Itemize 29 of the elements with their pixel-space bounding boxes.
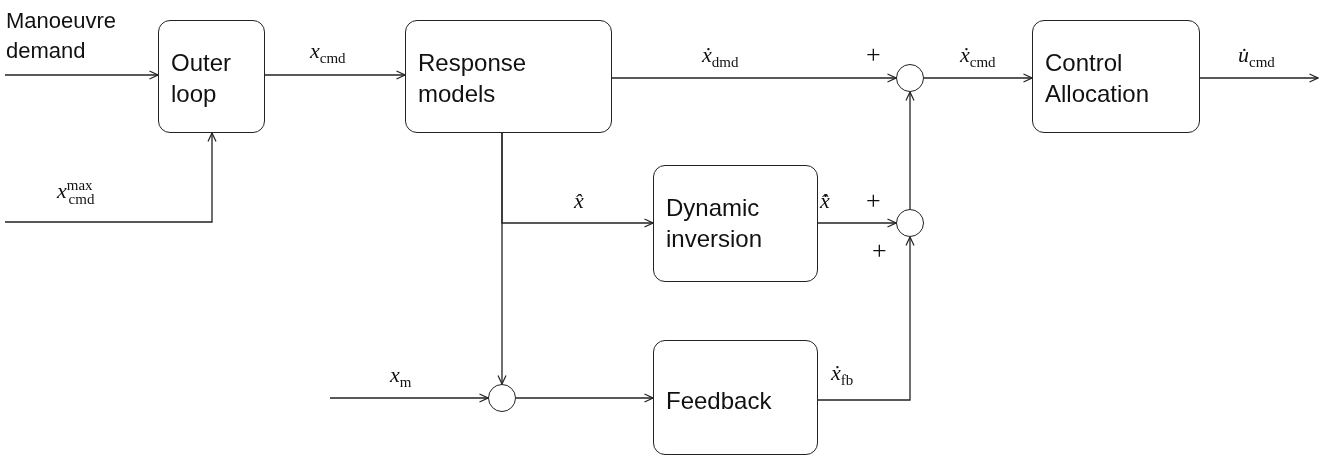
box-label: Response models	[418, 48, 528, 110]
sign-label: +	[872, 238, 887, 264]
arrow	[923, 73, 1033, 83]
arrow	[4, 70, 159, 80]
process-box	[653, 340, 818, 455]
box-label: Outer loop	[171, 48, 233, 110]
process-box	[405, 20, 612, 133]
box-label: Dynamic inversion	[666, 193, 764, 255]
arrow	[329, 393, 489, 403]
arrow	[905, 91, 915, 210]
arrow	[817, 236, 915, 401]
summing-junction	[896, 64, 924, 92]
sign-label: +	[866, 42, 881, 68]
arrow	[264, 70, 406, 80]
edge-label: Manoeuvre demand	[5, 7, 118, 65]
process-box	[158, 20, 265, 133]
process-box	[1032, 20, 1200, 133]
arrow	[497, 132, 507, 385]
box-label: Control Allocation	[1045, 48, 1151, 110]
summing-junction	[896, 209, 924, 237]
arrow	[1199, 73, 1319, 83]
process-box	[653, 165, 818, 282]
summing-junction	[488, 384, 516, 412]
arrow	[4, 132, 217, 223]
arrow	[515, 393, 654, 403]
arrow	[611, 73, 897, 83]
box-label: Feedback	[666, 386, 773, 416]
sign-label: +	[866, 188, 881, 214]
arrow	[817, 218, 897, 228]
